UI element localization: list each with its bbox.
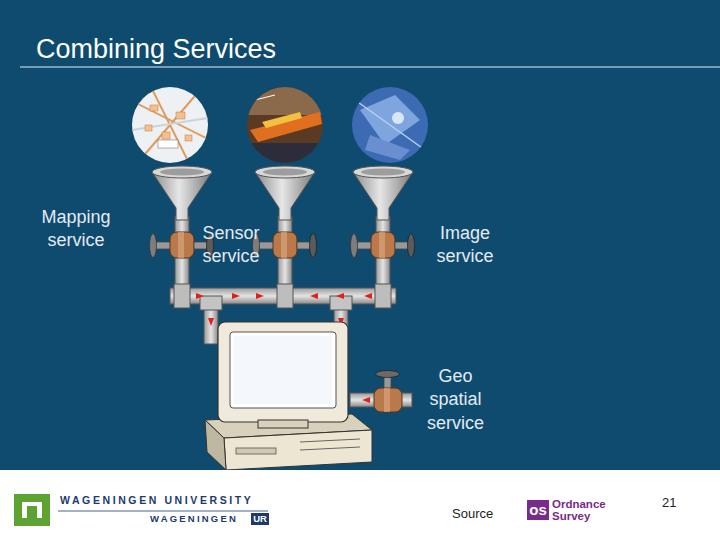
service-label: Image service <box>420 222 510 269</box>
computer <box>205 322 372 470</box>
page-number: 21 <box>662 495 692 512</box>
os-logo-text: Ordnance Survey <box>552 498 614 522</box>
service-label: Mapping service <box>30 206 122 253</box>
logo-text: WAGENINGEN <box>150 513 250 525</box>
logo-text: UR <box>251 513 269 525</box>
service-label: Geo spatial service <box>418 365 493 435</box>
funnel-valve <box>351 166 415 296</box>
source-note: Source <box>452 506 512 523</box>
funnel-valve <box>253 166 317 296</box>
map-image <box>130 85 210 165</box>
footer-band <box>0 470 720 540</box>
geo-valve <box>350 371 412 413</box>
os-logo: os <box>527 500 549 520</box>
title-rule <box>20 66 720 67</box>
slide-title: Combining Services <box>36 34 276 65</box>
logo-text: WAGENINGEN UNIVERSITY <box>60 494 280 508</box>
satellite-image <box>352 87 428 163</box>
sensor-image <box>245 85 325 163</box>
service-label: Sensor service <box>190 222 272 269</box>
